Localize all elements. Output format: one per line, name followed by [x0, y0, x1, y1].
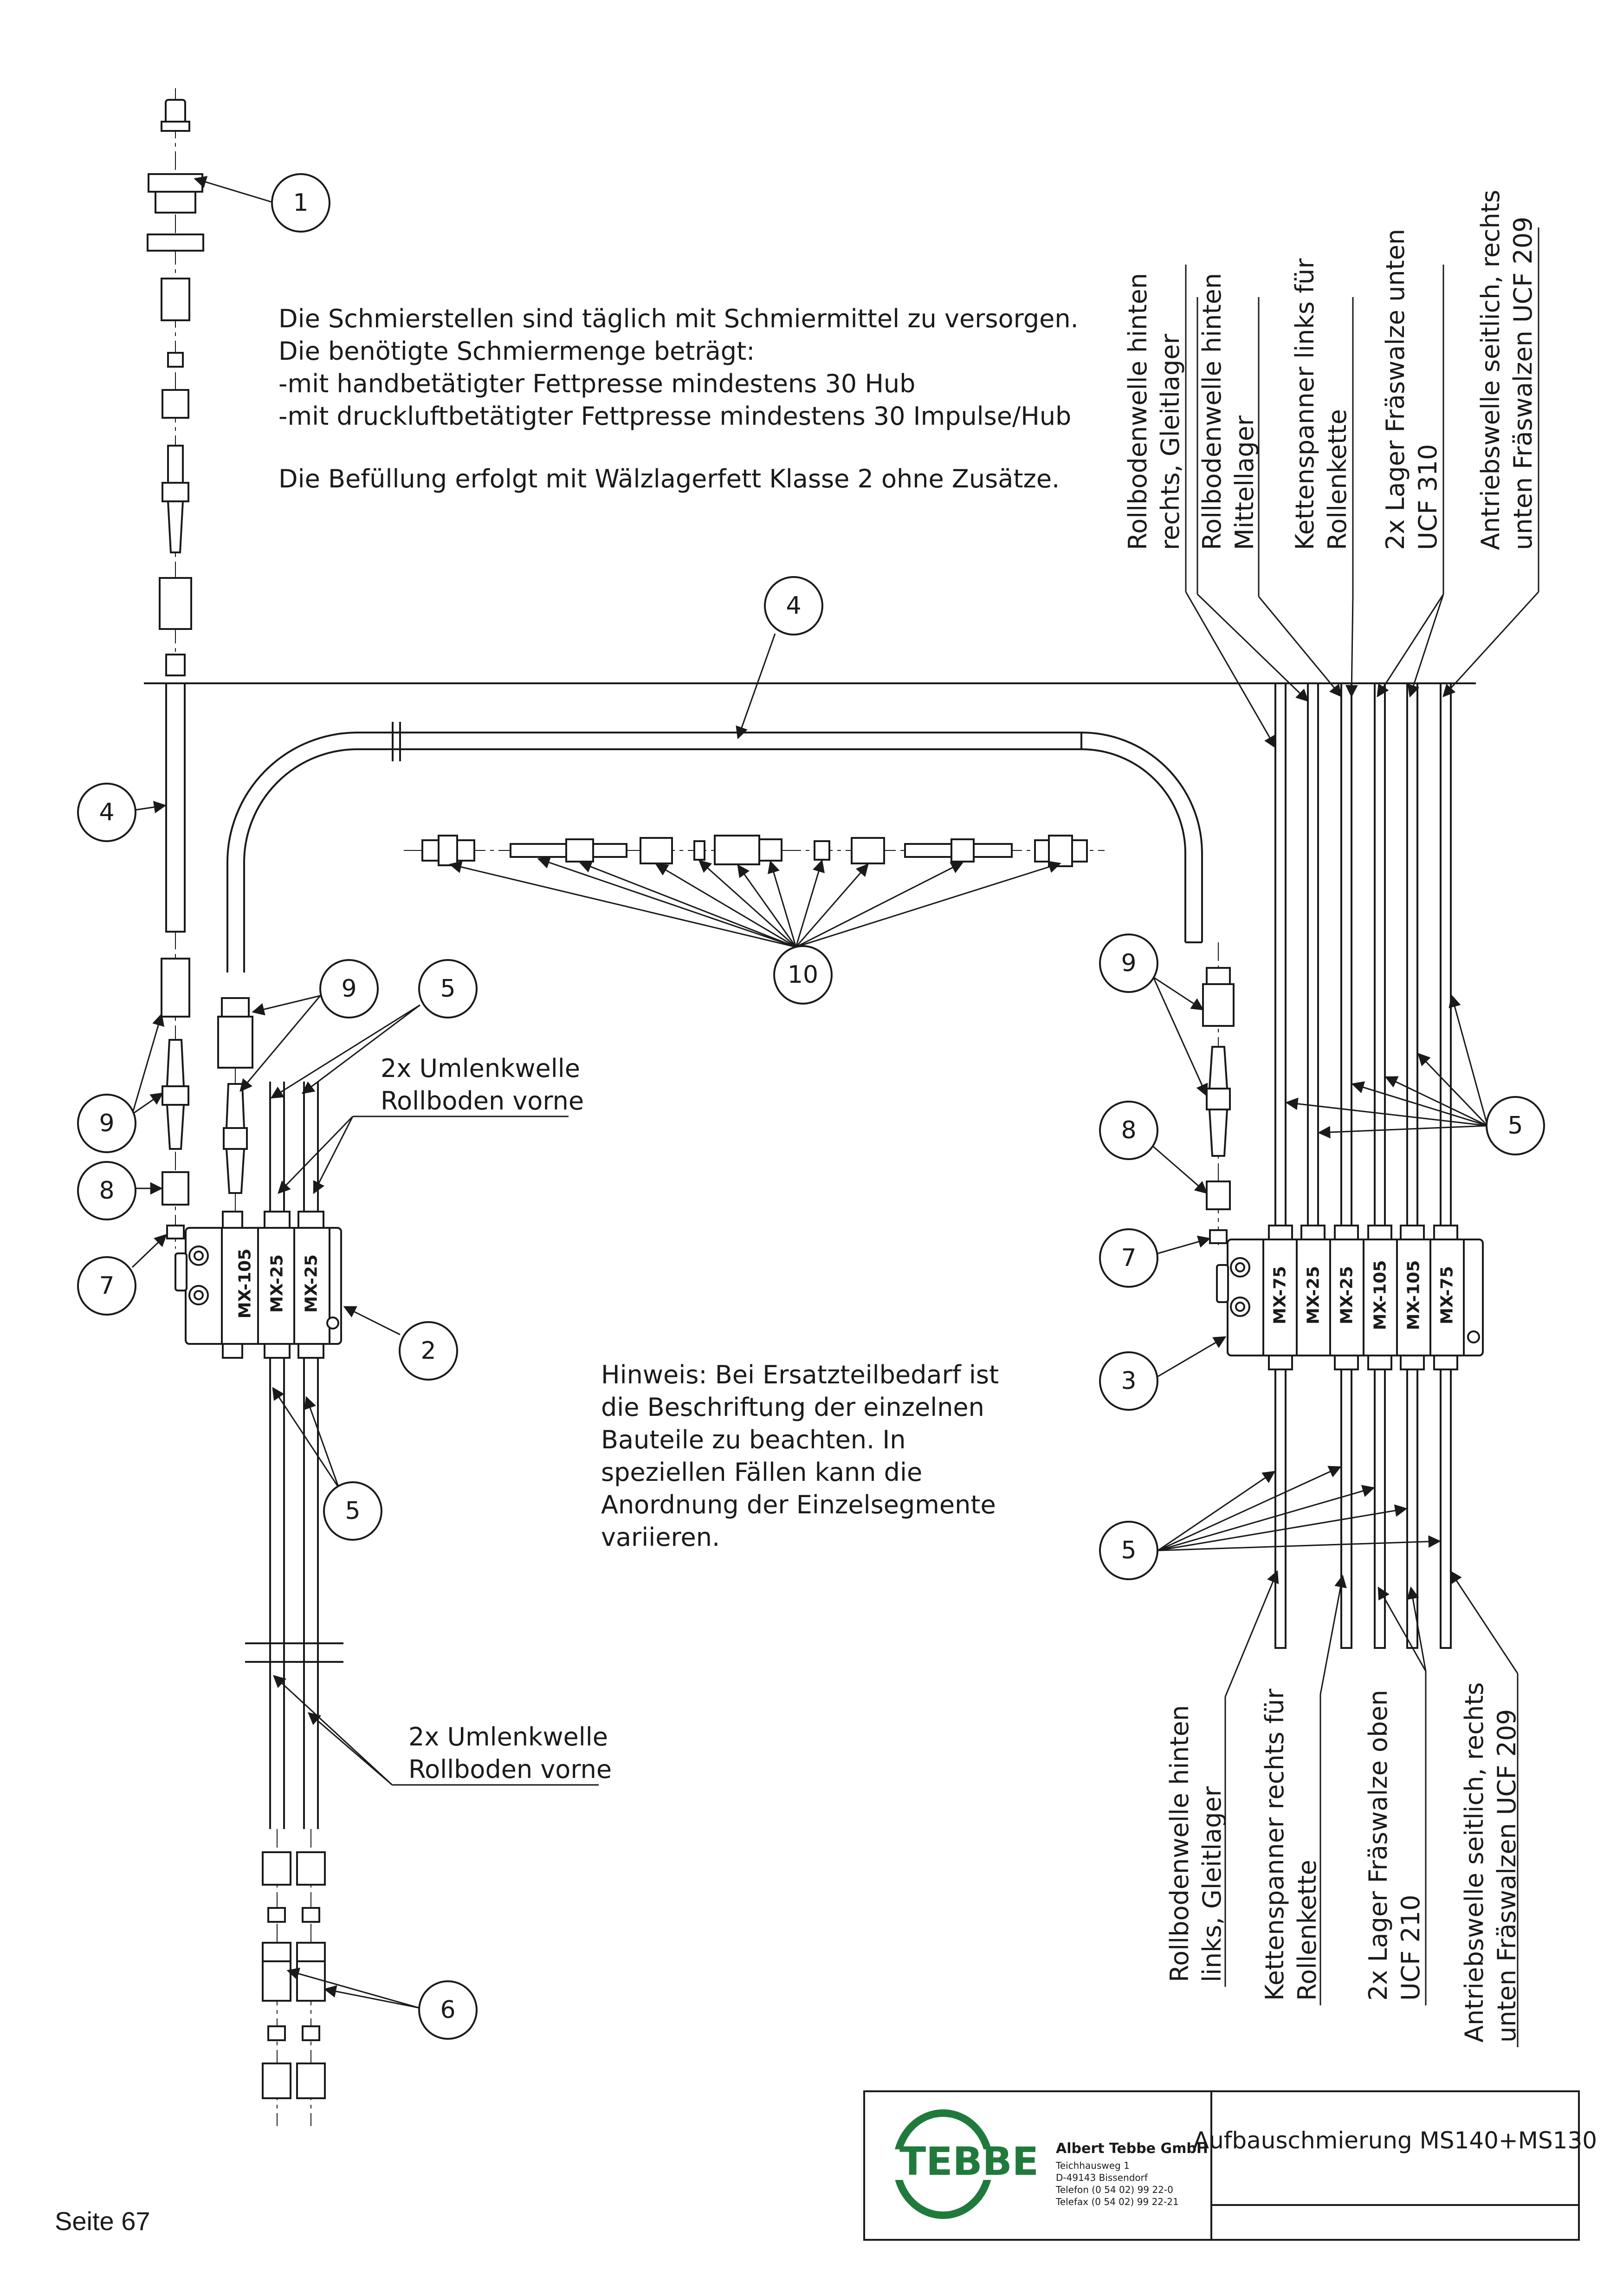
- segment-label: MX-105: [1404, 1260, 1423, 1330]
- label-line: Rollbodenwelle hinten: [1165, 1705, 1194, 1982]
- segment-label: MX-75: [1438, 1266, 1457, 1324]
- left-labels: 2x Umlenkwelle Rollboden vorne 2x Umlenk…: [273, 1054, 612, 1786]
- connecting-tube: [226, 722, 1203, 973]
- label-line: Rollenkette: [1293, 1860, 1322, 2001]
- label-line: UCF 210: [1396, 1894, 1425, 2001]
- exploded-fittings: [404, 835, 1105, 867]
- label-line: Rollboden vorne: [408, 1755, 612, 1784]
- company-address: Teichhausweg 1: [1055, 2160, 1130, 2171]
- label-line: Kettenspanner links für: [1290, 258, 1319, 550]
- callout-number: 3: [1121, 1367, 1136, 1395]
- callout-number: 5: [1121, 1537, 1136, 1564]
- label-line: links, Gleitlager: [1197, 1786, 1227, 1982]
- hint-line: variieren.: [601, 1523, 720, 1552]
- left-tube-fittings: [217, 997, 253, 1212]
- label-line: Rollbodenwelle hinten: [1123, 273, 1152, 550]
- note-line: Die Befüllung erfolgt mit Wälzlagerfett …: [278, 464, 1060, 493]
- segment-label: MX-105: [1371, 1260, 1390, 1330]
- callout-number: 5: [1507, 1112, 1523, 1140]
- note-line: -mit handbetätigter Fettpresse mindesten…: [278, 369, 915, 398]
- callout-number: 7: [1121, 1244, 1136, 1272]
- callout-number: 8: [99, 1177, 114, 1205]
- hint-line: Anordnung der Einzelsegmente: [601, 1490, 996, 1519]
- label-line: unten Fräswalzen UCF 209: [1492, 1709, 1521, 2043]
- callout-number: 8: [1121, 1116, 1136, 1144]
- segment-label: MX-25: [1304, 1266, 1323, 1324]
- logo-text: TEBBE: [899, 2139, 1039, 2184]
- note-line: Die Schmierstellen sind täglich mit Schm…: [278, 304, 1079, 333]
- label-line: 2x Lager Fräswalze unten: [1381, 229, 1410, 550]
- callout-number: 9: [99, 1109, 114, 1137]
- callout-circle: [271, 173, 330, 233]
- left-distributor: MX-105 MX-25 MX-25: [175, 1082, 342, 1359]
- company-fax: Telefax (0 54 02) 99 22-21: [1055, 2196, 1179, 2207]
- label-line: Rollboden vorne: [381, 1086, 584, 1116]
- label-line: Antriebswelle seitlich, rechts: [1460, 1682, 1489, 2043]
- label-line: 2x Lager Fräswalze oben: [1364, 1690, 1393, 2001]
- segment-label: MX-25: [268, 1254, 287, 1313]
- note-line: -mit druckluftbetätigter Fettpresse mind…: [278, 402, 1071, 431]
- hint-line: Hinweis: Bei Ersatzteilbedarf ist: [601, 1360, 999, 1389]
- label-line: Mittellager: [1230, 415, 1259, 550]
- callout-number: 9: [341, 975, 356, 1003]
- hint-line: die Beschriftung der einzelnen: [601, 1393, 984, 1422]
- company-name: Albert Tebbe GmbH: [1056, 2140, 1208, 2157]
- callout-number: 4: [99, 798, 114, 826]
- left-vertical-tube: [161, 682, 190, 1249]
- note-line: Die benötigte Schmiermenge beträgt:: [278, 337, 755, 366]
- page-number: Seite 67: [55, 2206, 150, 2236]
- segment-label: MX-105: [236, 1249, 255, 1319]
- grease-nipple-assembly: [147, 88, 204, 676]
- label-line: UCF 310: [1413, 444, 1442, 550]
- top-right-labels: Rollbodenwelle hinten rechts, Gleitlager…: [1123, 190, 1539, 749]
- callout-number: 5: [345, 1497, 360, 1525]
- label-line: Rollenkette: [1323, 409, 1352, 550]
- tebbe-logo: TEBBE: [879, 2109, 1058, 2219]
- right-fittings: [1202, 942, 1235, 1249]
- company-phone: Telefon (0 54 02) 99 22-0: [1055, 2184, 1173, 2195]
- hint-text: Hinweis: Bei Ersatzteilbedarf ist die Be…: [601, 1360, 999, 1552]
- right-lower-tubes: [1274, 1369, 1452, 1649]
- callout-number: 4: [786, 592, 801, 620]
- label-line: rechts, Gleitlager: [1156, 333, 1185, 550]
- hint-line: Bauteile zu beachten. In: [601, 1425, 906, 1454]
- drawing-title: Aufbauschmierung MS140+MS130: [1193, 2127, 1597, 2154]
- instructions-text: Die Schmierstellen sind täglich mit Schm…: [278, 304, 1079, 493]
- callout-number: 6: [440, 1996, 455, 2024]
- label-line: Antriebswelle seitlich, rechts: [1476, 190, 1505, 550]
- label-line: unten Fräswalzen UCF 209: [1508, 216, 1538, 550]
- label-line: 2x Umlenkwelle: [408, 1722, 608, 1751]
- right-upper-tubes: [1274, 683, 1452, 1226]
- title-block: TEBBE Albert Tebbe GmbH Teichhausweg 1 D…: [863, 2090, 1597, 2241]
- right-distributor: MX-75 MX-25 MX-25 MX-105 MX-105 MX-75: [1216, 1225, 1484, 1370]
- label-line: 2x Umlenkwelle: [381, 1054, 580, 1083]
- label-line: Rollbodenwelle hinten: [1197, 273, 1227, 550]
- segment-label: MX-75: [1271, 1266, 1290, 1324]
- callout-number: 5: [440, 975, 455, 1003]
- callouts: 1 4 4 9 8 7 9 5 2: [77, 173, 1545, 2040]
- left-lower-tubes: [245, 1358, 343, 2126]
- callout-number: 9: [1121, 949, 1136, 977]
- segment-label: MX-25: [302, 1254, 321, 1313]
- callout-number: 2: [420, 1337, 436, 1365]
- label-line: Kettenspanner rechts für: [1260, 1688, 1289, 2001]
- hint-line: speziellen Fällen kann die: [601, 1458, 922, 1487]
- bottom-right-labels: Rollbodenwelle hinten links, Gleitlager …: [1165, 1570, 1521, 2047]
- callout-number: 7: [99, 1272, 114, 1300]
- callout-number: 10: [788, 961, 818, 989]
- segment-label: MX-25: [1338, 1266, 1357, 1324]
- callout-number: 1: [293, 189, 308, 217]
- company-address: D-49143 Bissendorf: [1056, 2172, 1148, 2183]
